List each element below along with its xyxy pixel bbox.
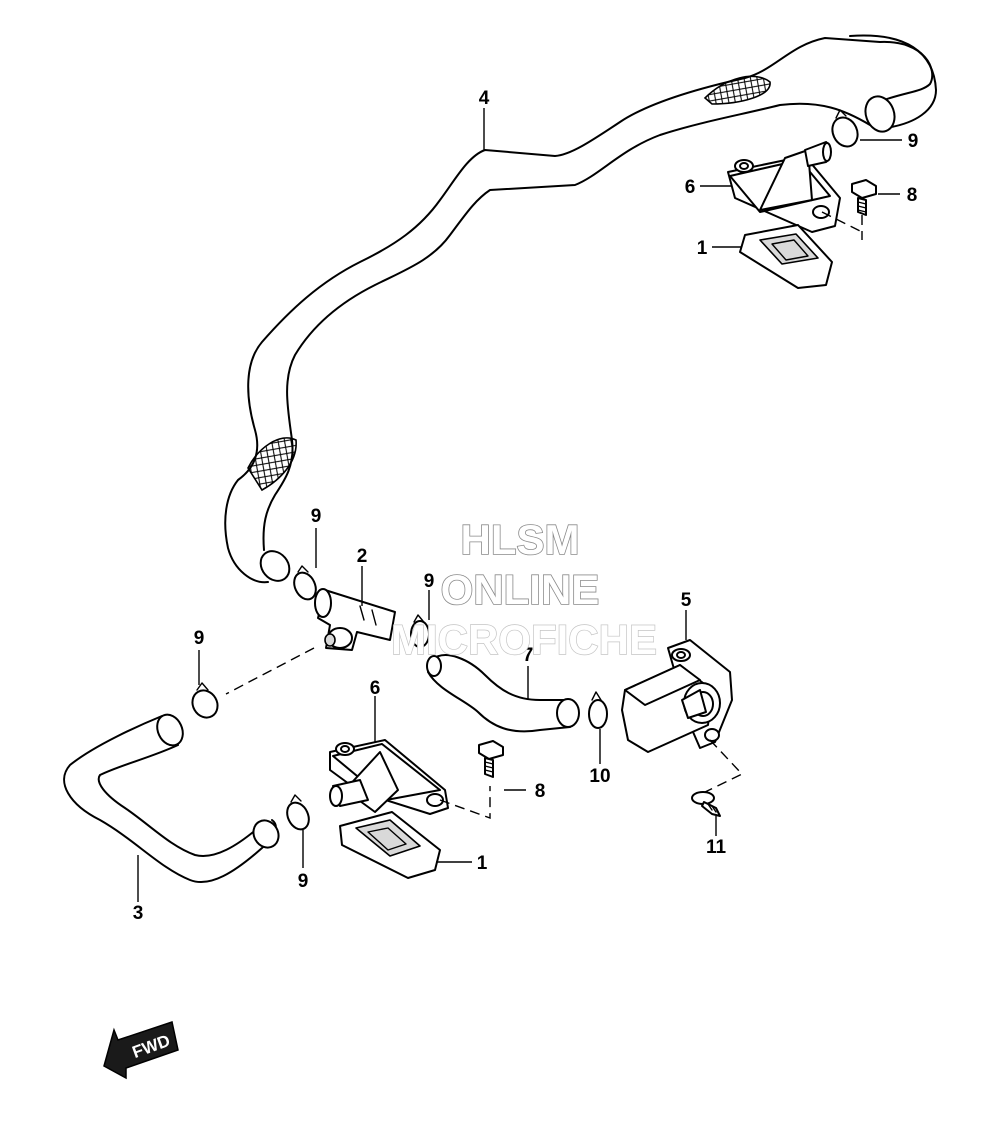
hose-3 <box>63 713 280 884</box>
callout-7: 7 <box>523 645 534 666</box>
reed-valve-cover-6-lower <box>329 739 449 815</box>
bolt-8-lower <box>478 740 504 778</box>
callout-8-bottom: 8 <box>535 781 546 802</box>
callout-8-top: 8 <box>907 185 918 206</box>
bolt-8-upper <box>851 179 877 216</box>
callout-9-bottom: 9 <box>298 871 309 892</box>
fwd-arrow-icon: FWD <box>103 1021 179 1080</box>
gasket-1-lower <box>339 811 441 879</box>
leader-lines <box>137 108 902 902</box>
watermark-line-3: MICROFICHE <box>391 616 657 663</box>
reed-valve-cover-6-upper <box>727 141 841 233</box>
watermark-line-2: ONLINE <box>441 566 600 613</box>
callout-9-mid: 9 <box>424 571 435 592</box>
callout-4: 4 <box>479 88 490 109</box>
clamp-9-mid <box>410 614 430 648</box>
clamp-9-left <box>191 682 219 719</box>
clamp-9-midleft <box>293 565 317 601</box>
callout-10: 10 <box>589 766 610 787</box>
watermark: HLSM ONLINE MICROFICHE <box>390 515 657 664</box>
callout-9-left: 9 <box>194 628 205 649</box>
tee-joint-2 <box>314 588 396 651</box>
clamp-10 <box>588 691 608 729</box>
hose-7 <box>426 654 580 733</box>
callout-5: 5 <box>681 590 692 611</box>
gasket-1-upper <box>739 224 833 289</box>
callout-1-top: 1 <box>697 238 708 259</box>
clamp-9-bottom <box>286 794 310 831</box>
air-valve-5 <box>621 639 733 753</box>
callout-11: 11 <box>706 837 727 858</box>
callout-6-bottom: 6 <box>370 678 381 699</box>
callout-6-top: 6 <box>685 177 696 198</box>
hose-4 <box>224 34 937 584</box>
callout-1-bottom: 1 <box>477 853 488 874</box>
clamp-9-top <box>831 109 859 148</box>
callout-9-top: 9 <box>908 131 919 152</box>
callout-3: 3 <box>133 903 144 924</box>
callout-9-midleft: 9 <box>311 506 322 527</box>
watermark-line-1: HLSM <box>461 516 580 563</box>
screw-11 <box>691 791 721 817</box>
callout-2: 2 <box>357 546 368 567</box>
